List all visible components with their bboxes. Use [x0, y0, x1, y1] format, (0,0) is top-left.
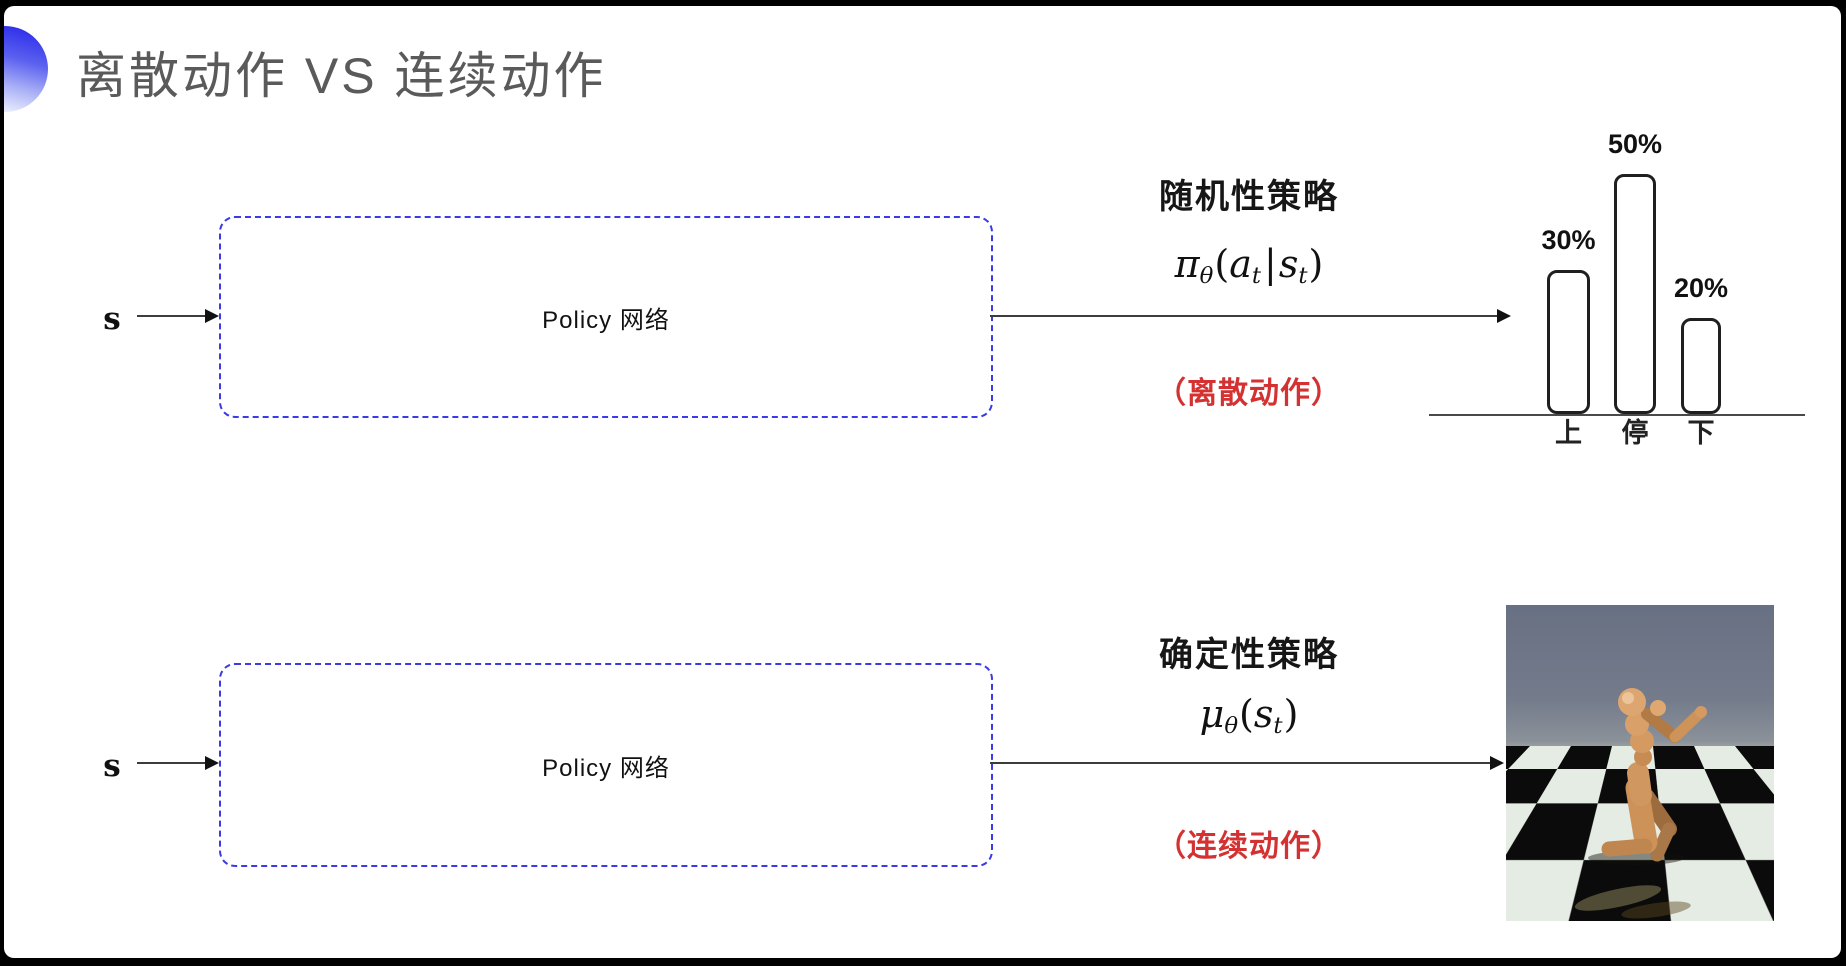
action-probability-bar-chart: 30% 上 50% 停 20% 下: [1429, 106, 1809, 466]
mu-symbol: μ: [1199, 692, 1225, 736]
output-arrow-bottom: [990, 756, 1504, 770]
continuous-action-note: （连续动作）: [1156, 830, 1342, 863]
bar-value-label: 50%: [1607, 129, 1663, 159]
page-title: 离散动作 VS 连续动作: [76, 48, 607, 104]
bar-category-label: 下: [1687, 418, 1715, 448]
theta-subscript: θ: [1224, 713, 1239, 740]
input-arrow-top: [137, 309, 219, 323]
pi-symbol: π: [1174, 242, 1200, 286]
bar-value-label: 30%: [1541, 225, 1596, 255]
t-subscript: t: [1273, 713, 1283, 740]
bar-category-label: 停: [1621, 418, 1649, 448]
state-input-label-bottom: s: [103, 748, 121, 784]
policy-network-label-top: Policy 网络: [542, 306, 670, 334]
deterministic-policy-formula: μθ(st): [1199, 692, 1299, 740]
t-subscript: t: [1298, 263, 1308, 290]
bar: [1547, 270, 1590, 414]
conditional-bar: |: [1264, 242, 1277, 286]
title-accent-shape: [4, 26, 48, 112]
humanoid-robot-image: [1506, 605, 1774, 921]
humanoid-robot-figure: [1574, 688, 1707, 919]
deterministic-policy-heading: 确定性策略: [1159, 636, 1339, 674]
policy-network-box-bottom: Policy 网络: [219, 663, 993, 867]
bar-category-label: 上: [1555, 418, 1582, 448]
state-symbol: s: [1278, 242, 1299, 286]
chart-baseline: [1429, 414, 1805, 416]
discrete-action-note: （离散动作）: [1156, 377, 1342, 410]
bar-value-label: 20%: [1673, 273, 1729, 303]
stochastic-policy-heading: 随机性策略: [1159, 178, 1339, 216]
bar-group: 30% 上: [1541, 106, 1595, 466]
input-arrow-bottom: [137, 756, 219, 770]
bar-group: 50% 停: [1608, 106, 1662, 466]
bar: [1681, 318, 1721, 414]
output-arrow-top: [990, 309, 1511, 323]
stochastic-policy-formula: πθ(at|st): [1174, 242, 1324, 290]
t-subscript: t: [1251, 263, 1262, 290]
slide-canvas: 离散动作 VS 连续动作 s Policy 网络 随机性策略 πθ(at|st)…: [4, 6, 1841, 958]
bar-group: 20% 下: [1674, 106, 1728, 466]
state-input-label-top: s: [103, 301, 121, 337]
theta-subscript: θ: [1199, 263, 1214, 290]
action-symbol: a: [1229, 242, 1252, 286]
policy-network-label-bottom: Policy 网络: [542, 754, 670, 782]
state-symbol: s: [1253, 692, 1274, 736]
bar: [1614, 174, 1656, 414]
policy-network-box-top: Policy 网络: [219, 216, 993, 418]
